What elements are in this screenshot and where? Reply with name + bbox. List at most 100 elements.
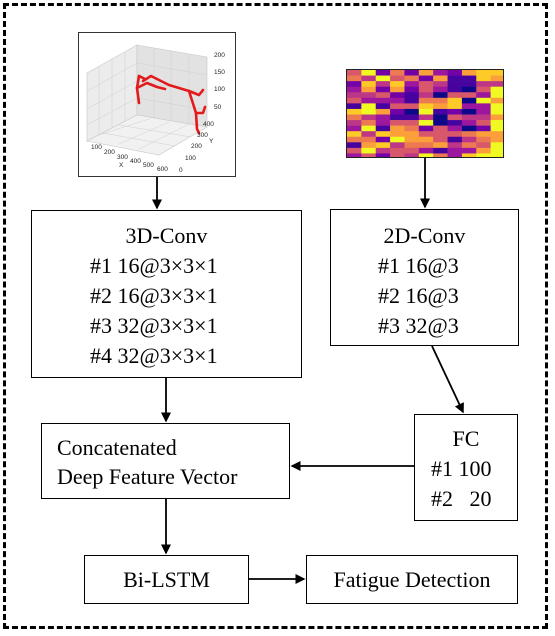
heatmap-cell: [404, 70, 420, 76]
heatmap-cell: [461, 114, 477, 121]
concat-line-2: Deep Feature Vector: [57, 464, 238, 489]
heatmap-cell: [347, 108, 362, 115]
heatmap-cell: [433, 147, 448, 154]
heatmap-cell: [476, 75, 491, 82]
heatmap-cell: [476, 120, 491, 126]
conv3d-layer-4: #4 32@3×3×1: [90, 343, 218, 368]
heatmap-cell: [361, 70, 377, 76]
heatmap-cell: [347, 81, 362, 87]
heatmap-cell: [361, 86, 377, 93]
conv3d-layer-1: #1 16@3×3×1: [90, 253, 218, 278]
heatmap-cell: [461, 81, 477, 87]
heatmap-cell: [447, 92, 463, 99]
heatmap-cell: [390, 103, 405, 110]
heatmap-cell: [361, 97, 377, 104]
heatmap-cell: [476, 125, 491, 132]
heatmap-cell: [476, 92, 491, 99]
heatmap-cell: [347, 103, 362, 110]
heatmap-cell: [447, 136, 463, 143]
heatmap-cell: [361, 92, 377, 99]
heatmap-cell: [390, 114, 405, 121]
x-tick-label: 500: [143, 162, 154, 169]
heatmap-cell: [404, 97, 420, 104]
heatmap-cell: [347, 70, 362, 76]
heatmap-cell: [447, 103, 463, 110]
heatmap-cell: [390, 147, 405, 154]
heatmap-cell: [490, 108, 503, 115]
heatmap-cell: [375, 86, 391, 93]
heatmap-cell: [390, 75, 405, 82]
heatmap-cell: [375, 75, 391, 82]
heatmap-cell: [476, 103, 491, 110]
heatmap-cell: [375, 136, 391, 143]
heatmap-cell: [490, 86, 503, 93]
heatmap-cell: [490, 75, 503, 82]
heatmap-cell: [347, 136, 362, 143]
heatmap-cell: [490, 147, 503, 154]
heatmap-cell: [418, 153, 434, 157]
heatmap-cell: [461, 97, 477, 104]
heatmap-cell: [404, 120, 420, 126]
heatmap-cell: [461, 153, 477, 157]
heatmap-cell: [347, 153, 362, 157]
heatmap-cell: [490, 103, 503, 110]
heatmap-cell: [404, 125, 420, 132]
y-tick-label: 200: [191, 143, 202, 150]
heatmap-cell: [418, 131, 434, 138]
heatmap-cell: [418, 103, 434, 110]
heatmap-cell: [461, 86, 477, 93]
heatmap-cell: [390, 97, 405, 104]
heatmap-cell: [347, 114, 362, 121]
x-tick-label: 400: [130, 158, 141, 165]
heatmap-cell: [418, 97, 434, 104]
bilstm-block: Bi-LSTM: [84, 555, 249, 604]
concat-line-1: Concatenated: [57, 435, 177, 460]
heatmap-cell: [361, 120, 377, 126]
heatmap-cell: [461, 103, 477, 110]
z-tick-label: 50: [214, 104, 222, 111]
heatmap-cell: [490, 114, 503, 121]
heatmap-cell: [476, 153, 491, 157]
heatmap-cell: [361, 114, 377, 121]
heatmap-cell: [447, 70, 463, 76]
heatmap-cell: [347, 75, 362, 82]
heatmap-cell: [490, 142, 503, 149]
heatmap-cell: [461, 136, 477, 143]
heatmap-cell: [476, 142, 491, 149]
arrow-conv2d-to-fc: [431, 345, 464, 414]
fatigue-detection-block: Fatigue Detection: [306, 555, 518, 604]
heatmap-cell: [418, 108, 434, 115]
heatmap-cell: [361, 125, 377, 132]
heatmap-cell: [404, 86, 420, 93]
heatmap-cell: [361, 103, 377, 110]
heatmap-cell: [404, 75, 420, 82]
y-axis-label: Y: [209, 138, 214, 145]
heatmap-cell: [447, 108, 463, 115]
heatmap-cell: [476, 147, 491, 154]
heatmap-cell: [447, 147, 463, 154]
heatmap-cell: [476, 97, 491, 104]
conv2d-title: 2D-Conv: [383, 223, 466, 248]
heatmap-cell: [404, 136, 420, 143]
heatmap-cell: [347, 147, 362, 154]
heatmap-cell: [461, 120, 477, 126]
heatmap-cell: [347, 97, 362, 104]
heatmap-cell: [404, 81, 420, 87]
heatmap-cell: [347, 92, 362, 99]
conv3d-layer-3: #3 32@3×3×1: [90, 313, 218, 338]
heatmap-cell: [418, 125, 434, 132]
z-tick-label: 150: [214, 69, 225, 76]
heatmap-cell: [375, 142, 391, 149]
heatmap-cell: [418, 142, 434, 149]
heatmap-cell: [418, 120, 434, 126]
heatmap-cell: [404, 142, 420, 149]
heatmap-cell: [433, 103, 448, 110]
z-tick-label: 100: [214, 86, 225, 93]
feature-heatmap: [346, 69, 504, 158]
skeleton-trajectory-line: [135, 74, 207, 135]
y-tick-label: 100: [185, 155, 196, 162]
heatmap-cell: [490, 136, 503, 143]
conv3d-title: 3D-Conv: [125, 223, 208, 248]
heatmap-cell: [418, 70, 434, 76]
dashed-outer-frame: [3, 3, 548, 629]
